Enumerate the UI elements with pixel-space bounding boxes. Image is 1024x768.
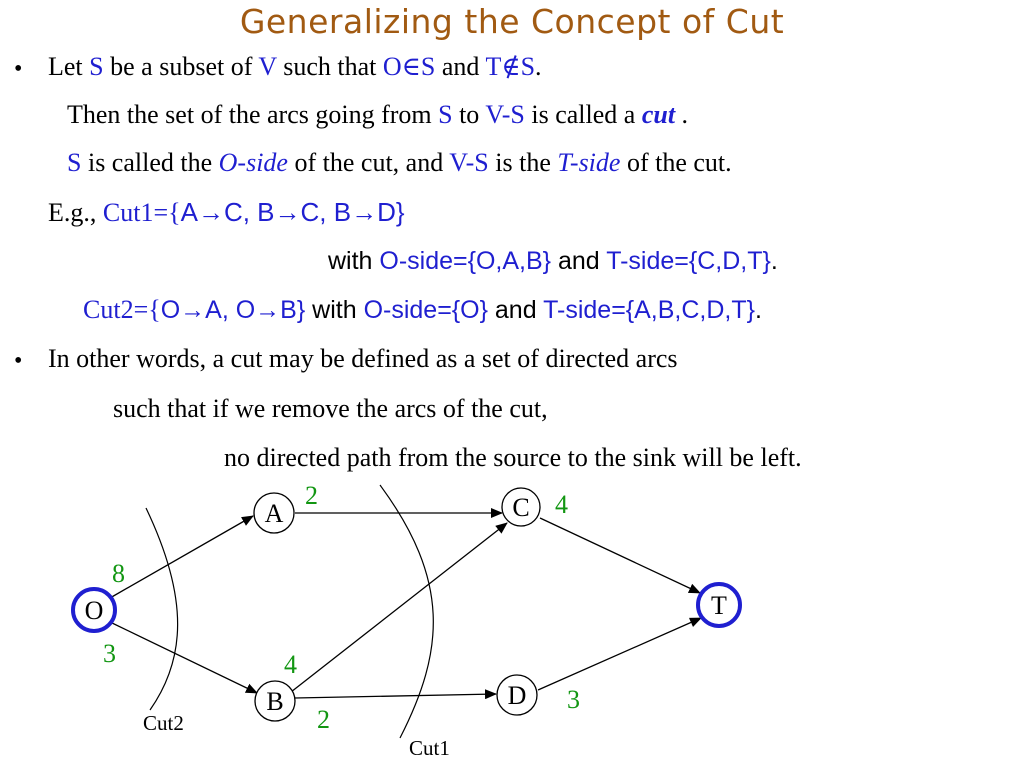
cut2-curve (145, 507, 179, 711)
text-fragment: . (535, 52, 542, 81)
text-fragment: of the cut. (620, 148, 732, 177)
arc-d-to-t (537, 617, 702, 691)
set-v: V (258, 52, 277, 81)
set-v-minus-s: V-S (485, 100, 525, 129)
text-fragment: E.g., (48, 198, 103, 227)
capacity-o-a: 8 (112, 559, 125, 588)
text-line-8: such that if we remove the arcs of the c… (113, 394, 548, 423)
text-fragment: and (551, 247, 607, 275)
text-line-9: no directed path from the source to the … (224, 443, 802, 472)
cut2-o-side: O-side={O} (363, 296, 488, 324)
text-fragment: with (305, 296, 364, 324)
cut2-label: Cut2 (143, 711, 184, 735)
slide-title: Generalizing the Concept of Cut (239, 2, 785, 41)
node-d-label: D (508, 681, 527, 710)
capacity-d-t: 3 (567, 685, 580, 714)
text-fragment: is the (488, 148, 558, 177)
text-line-5: with O-side={O,A,B} and T-side={C,D,T}. (328, 246, 778, 276)
node-c: C (501, 487, 541, 527)
text-fragment: and (487, 296, 544, 324)
text-fragment: Let (48, 52, 90, 81)
capacity-o-b: 3 (103, 639, 116, 668)
text-line-6: Cut2={O→A, O→B} with O-side={O} and T-si… (83, 295, 762, 325)
text-line-1: Let S be a subset of V such that O∈S and… (48, 52, 542, 82)
set-s: S (438, 100, 453, 129)
text-fragment: be a subset of (103, 52, 259, 81)
cut1-definition-open: Cut1={ (102, 198, 181, 227)
o-in-s: O∈S (382, 52, 436, 81)
cut1-o-side: O-side={O,A,B} (379, 247, 552, 275)
text-fragment: of the cut, and (287, 148, 450, 177)
node-b: B (254, 680, 296, 722)
cut2-arcs: O→A, O→B} (160, 296, 306, 324)
text-fragment: such that (276, 52, 383, 81)
text-fragment: . (770, 247, 778, 275)
set-s: S (67, 148, 82, 177)
arc-c-to-t (539, 517, 701, 594)
node-c-label: C (512, 493, 529, 522)
arc-o-to-a (109, 515, 254, 599)
text-fragment: Then the set of the arcs going from (67, 100, 439, 129)
text-fragment: . (755, 296, 762, 324)
text-line-7: In other words, a cut may be defined as … (48, 344, 678, 373)
arc-o-to-b (109, 621, 258, 694)
text-fragment: with (328, 247, 380, 275)
arc-b-to-d (294, 689, 497, 700)
text-fragment: and (435, 52, 486, 81)
bullet-1: • (14, 56, 23, 82)
term-t-side: T-side (557, 148, 621, 177)
arc-b-to-c (290, 522, 508, 693)
term-o-side: O-side (218, 148, 288, 177)
node-o-label: O (85, 596, 104, 625)
text-fragment: . (675, 100, 689, 129)
capacity-c-t: 4 (555, 490, 568, 519)
cut1-curve (379, 484, 434, 739)
cut2-t-side: T-side={A,B,C,D,T} (543, 296, 755, 324)
cut1-arcs: A→C, B→C, B→D} (180, 197, 405, 227)
text-fragment: is called the (81, 148, 219, 177)
cut1-label: Cut1 (409, 736, 450, 760)
set-v-minus-s: V-S (449, 148, 489, 177)
node-d: D (496, 674, 538, 716)
node-b-label: B (266, 687, 283, 716)
node-t-sink: T (696, 582, 742, 628)
cut2-definition-open: Cut2={ (83, 295, 161, 324)
text-line-2: Then the set of the arcs going from S to… (67, 100, 688, 130)
capacity-b-c: 4 (284, 650, 297, 679)
text-fragment: to (452, 100, 486, 129)
cut1-t-side: T-side={C,D,T} (606, 247, 771, 275)
bullet-2: • (14, 348, 23, 374)
node-a: A (253, 492, 295, 534)
capacity-b-d: 2 (317, 705, 330, 734)
node-o-source: O (71, 587, 117, 633)
text-line-4: E.g., Cut1={A→C, B→C, B→D} (48, 197, 405, 228)
node-t-label: T (711, 591, 727, 620)
node-a-label: A (265, 499, 284, 528)
text-fragment: is called a (524, 100, 642, 129)
t-not-in-s: T∉S (485, 52, 536, 81)
capacity-a-c: 2 (305, 481, 318, 510)
text-line-3: S is called the O-side of the cut, and V… (67, 148, 732, 178)
term-cut: cut (641, 100, 676, 129)
set-s: S (89, 52, 104, 81)
